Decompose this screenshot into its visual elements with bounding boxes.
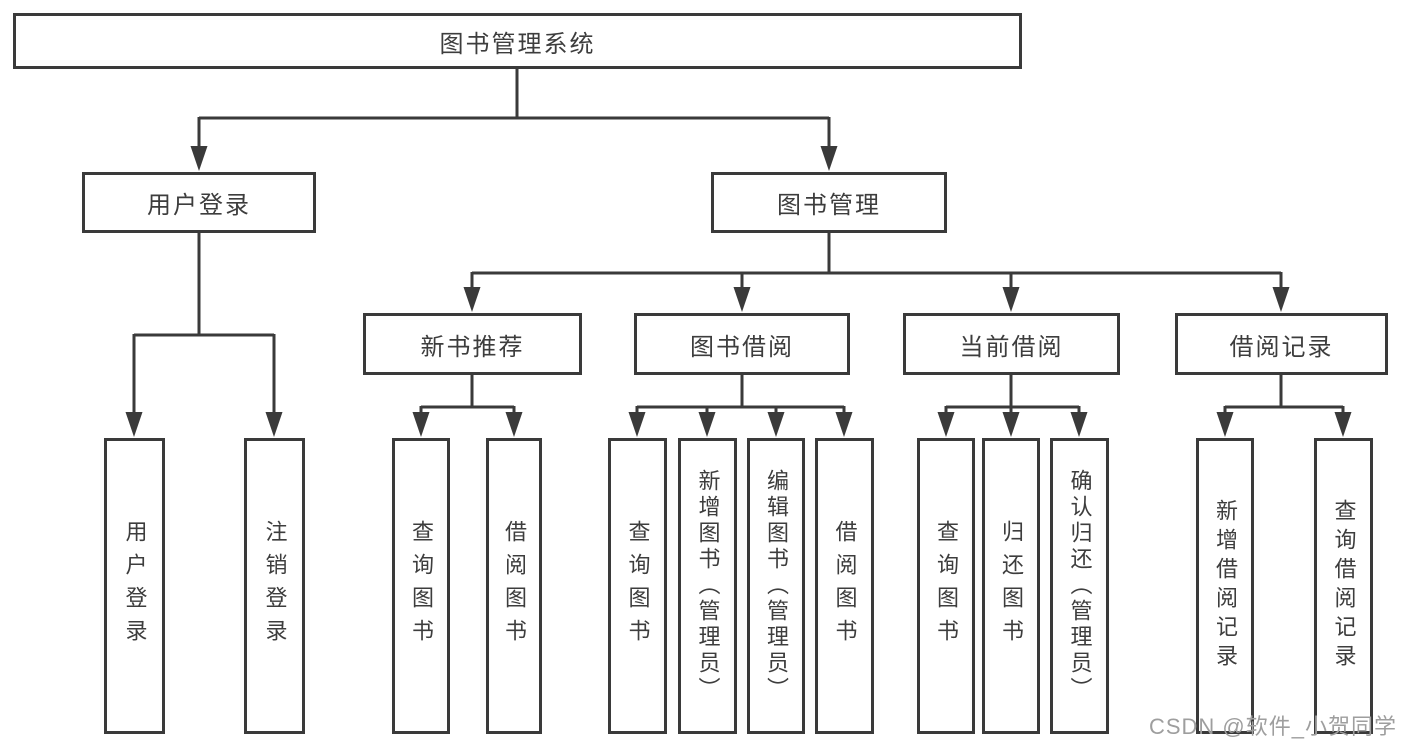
- leaf-add-borrow-record: 新增借阅记录: [1196, 438, 1254, 734]
- leaf-label: 查询借阅记录: [1331, 499, 1357, 673]
- leaf-label: 查询图书: [934, 520, 959, 652]
- node-borrowing-records: 借阅记录: [1175, 313, 1388, 375]
- node-label: 借阅记录: [1229, 333, 1334, 361]
- leaf-label: 借阅图书: [832, 520, 858, 652]
- leaf-edit-books-admin: 编辑图书（管理员）: [747, 438, 805, 734]
- leaf-query-books-recommend: 查询图书: [392, 438, 450, 734]
- leaf-query-borrow-record: 查询借阅记录: [1314, 438, 1373, 734]
- leaf-return-books: 归还图书: [982, 438, 1040, 734]
- leaf-label: 用户登录: [122, 520, 148, 652]
- leaf-label: 新增图书（管理员）: [695, 469, 721, 703]
- leaf-label: 查询图书: [625, 520, 651, 652]
- connector-user-login-to-leaves: [132, 233, 276, 413]
- node-label: 当前借阅: [959, 333, 1064, 361]
- leaf-label: 注销登录: [262, 520, 288, 652]
- leaf-query-books-current: 查询图书: [917, 438, 975, 734]
- connector-records-to-leaves: [1223, 375, 1345, 413]
- watermark: CSDN @软件_小贺同学: [1148, 714, 1397, 739]
- leaf-label: 新增借阅记录: [1213, 499, 1238, 673]
- node-label: 用户登录: [147, 192, 251, 219]
- leaf-borrow-books-recommend: 借阅图书: [486, 438, 542, 734]
- node-label: 图书管理系统: [439, 30, 596, 58]
- node-book-management: 图书管理: [711, 172, 947, 233]
- leaf-user-login: 用户登录: [104, 438, 165, 734]
- connector-current-to-leaves: [944, 375, 1081, 413]
- node-label: 图书借阅: [690, 333, 794, 361]
- leaf-label: 查询图书: [409, 520, 434, 652]
- leaf-label: 借阅图书: [502, 520, 527, 652]
- leaf-confirm-return-admin: 确认归还（管理员）: [1050, 438, 1109, 734]
- leaf-label: 归还图书: [999, 520, 1024, 652]
- node-library-system: 图书管理系统: [13, 13, 1022, 69]
- node-new-book-recommendation: 新书推荐: [363, 313, 582, 375]
- node-book-borrowing: 图书借阅: [634, 313, 850, 375]
- node-user-login: 用户登录: [82, 172, 316, 233]
- leaf-borrow-books-borrowing: 借阅图书: [815, 438, 874, 734]
- connector-borrowing-to-leaves: [635, 375, 846, 413]
- node-current-borrowing: 当前借阅: [903, 313, 1120, 375]
- leaf-label: 编辑图书（管理员）: [764, 469, 789, 703]
- connector-book-management-to-level3: [470, 233, 1283, 289]
- connector-recommend-to-leaves: [419, 375, 516, 413]
- leaf-label: 确认归还（管理员）: [1067, 469, 1093, 703]
- node-label: 新书推荐: [420, 333, 525, 361]
- leaf-add-books-admin: 新增图书（管理员）: [678, 438, 737, 734]
- leaf-logout: 注销登录: [244, 438, 305, 734]
- node-label: 图书管理: [777, 192, 881, 219]
- connector-root-to-level2: [197, 69, 831, 147]
- leaf-query-books-borrowing: 查询图书: [608, 438, 667, 734]
